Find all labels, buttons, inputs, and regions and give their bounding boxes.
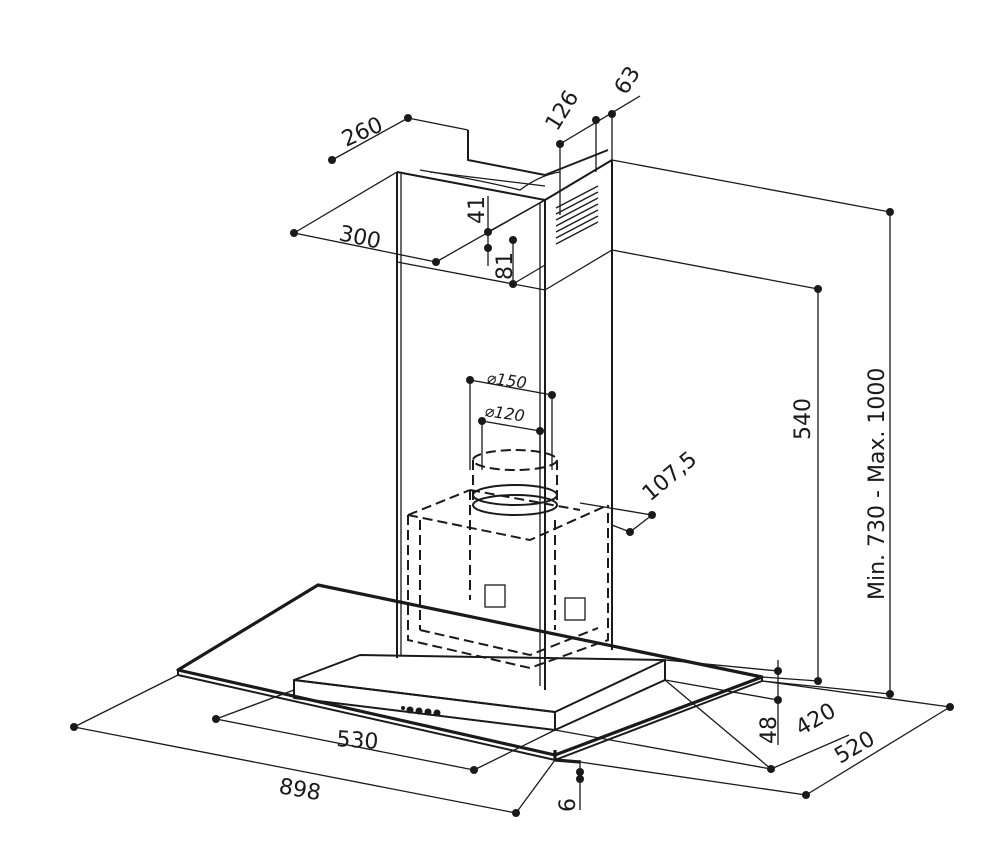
dim-420: 420 bbox=[792, 699, 841, 742]
dim-126: 126 bbox=[541, 86, 584, 135]
dim-min-max-height: Min. 730 - Max. 1000 bbox=[865, 368, 890, 600]
dim-81: 81 bbox=[493, 252, 518, 280]
dim-540: 540 bbox=[791, 398, 816, 440]
hood-canopy bbox=[176, 583, 764, 764]
dim-260: 260 bbox=[338, 113, 387, 153]
duct-collar bbox=[472, 449, 558, 516]
control-buttons bbox=[401, 706, 441, 717]
dim-300: 300 bbox=[337, 221, 383, 254]
dim-diameter-150: ⌀150 bbox=[485, 368, 527, 392]
dim-520: 520 bbox=[831, 727, 880, 770]
dim-898: 898 bbox=[277, 774, 323, 806]
dim-530: 530 bbox=[336, 727, 380, 755]
dim-48: 48 bbox=[757, 716, 782, 744]
dim-6: 6 bbox=[556, 798, 581, 812]
dim-63: 63 bbox=[610, 62, 646, 99]
dimension-lines bbox=[70, 95, 954, 817]
ventilation-grille bbox=[555, 185, 599, 245]
dim-41: 41 bbox=[465, 196, 490, 224]
dim-107-5: 107,5 bbox=[638, 447, 702, 507]
motor-unit bbox=[407, 489, 609, 670]
